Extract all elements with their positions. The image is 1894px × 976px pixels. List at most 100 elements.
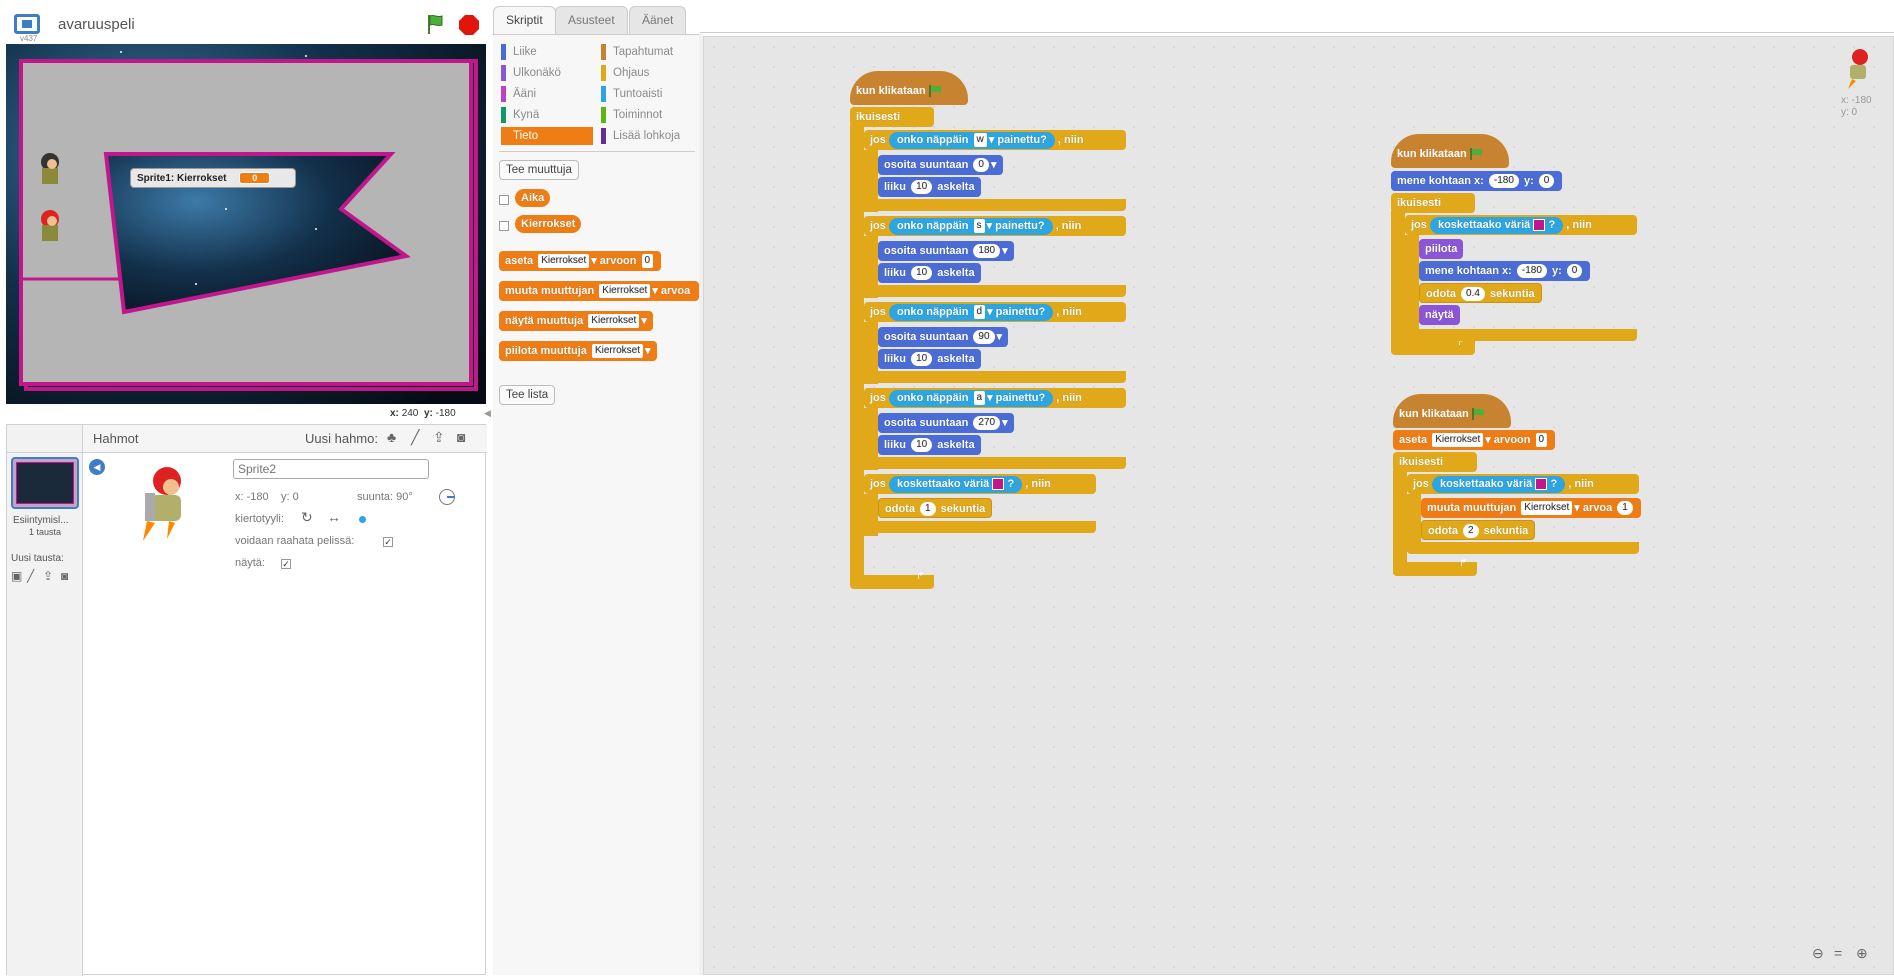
pane-splitter[interactable] — [699, 34, 703, 975]
project-title[interactable]: avaruuspeli — [58, 16, 135, 33]
s2-if-touch[interactable]: jos koskettaako väriä ? , niin — [1405, 215, 1637, 235]
s1-move-d[interactable]: liiku 10 askelta — [878, 349, 981, 369]
s2-hide[interactable]: piilota — [1419, 239, 1464, 259]
palette-divider — [499, 151, 695, 152]
rotate-all-around-icon[interactable]: ↻ — [301, 509, 313, 525]
draggable-checkbox[interactable]: ✓ — [383, 537, 393, 547]
astronaut-sprite-1 — [41, 153, 59, 184]
draggable-label: voidaan raahata pelissä: — [235, 535, 355, 547]
s1-point-s[interactable]: osoita suuntaan 180▾ — [878, 241, 1014, 261]
sprite-paint-icon[interactable]: ╱ — [411, 429, 420, 445]
category-more-blocks[interactable]: Lisää lohkoja — [601, 127, 680, 145]
s1-wait[interactable]: odota 1 sekuntia — [878, 498, 993, 518]
tab-costumes[interactable]: Asusteet — [555, 6, 628, 34]
var-kierrokset-reporter[interactable]: Kierrokset — [515, 215, 582, 233]
s3-change[interactable]: muuta muuttujan Kierrokset▾ arvoa 1 — [1421, 498, 1641, 518]
s3-set[interactable]: aseta Kierrokset▾ arvoon 0 — [1393, 430, 1556, 450]
s1-point-w[interactable]: osoita suuntaan 0▾ — [878, 155, 1003, 175]
back-arrow-icon[interactable]: ◀ — [89, 459, 105, 475]
s1-if-s-arm — [864, 236, 878, 298]
s3-forever[interactable]: ikuisesti — [1393, 452, 1477, 472]
var-aika-reporter[interactable]: Aika — [515, 189, 551, 207]
s1-when-flag-hat[interactable]: kun klikataan — [850, 71, 968, 105]
sprite-direction: suunta: 90° — [357, 491, 413, 503]
s1-if-w[interactable]: jos onko näppäin w▾ painettu? , niin — [864, 130, 1126, 150]
hide-var-block[interactable]: piilota muuttuja Kierrokset▾ — [499, 341, 657, 361]
kierrokset-checkbox[interactable] — [499, 221, 509, 231]
s2-show[interactable]: näytä — [1419, 305, 1460, 325]
backdrop-camera-icon[interactable]: ◙ — [61, 569, 69, 583]
sprites-title: Hahmot — [93, 431, 139, 446]
category-pen[interactable]: Kynä — [501, 106, 539, 124]
variable-monitor[interactable]: Sprite1: Kierrokset 0 — [130, 168, 296, 188]
s2-goto2[interactable]: mene kohtaan x: -180 y: 0 — [1419, 261, 1591, 281]
sprite-x: x: -180 — [235, 491, 269, 503]
version-label: v437 — [20, 34, 38, 43]
s2-goto[interactable]: mene kohtaan x: -180 y: 0 — [1391, 171, 1563, 191]
s2-forever[interactable]: ikuisesti — [1391, 193, 1475, 213]
direction-dial-icon[interactable] — [439, 489, 455, 505]
s1-loop-arrow-icon: ↱ — [916, 571, 925, 582]
s3-if-touch[interactable]: jos koskettaako väriä ? , niin — [1407, 474, 1639, 494]
stop-icon[interactable] — [458, 14, 480, 36]
s2-when-flag-hat[interactable]: kun klikataan — [1391, 134, 1509, 168]
sprite-upload-icon[interactable]: ⇪ — [433, 429, 445, 445]
category-sensing[interactable]: Tuntoaisti — [601, 85, 662, 103]
dont-rotate-icon[interactable] — [359, 516, 366, 523]
s2-if-touch-foot — [1405, 329, 1637, 341]
sprite-name-input[interactable] — [233, 459, 429, 479]
sprite-camera-icon[interactable]: ◙ — [457, 429, 466, 445]
s3-when-flag-hat[interactable]: kun klikataan — [1393, 394, 1511, 428]
s1-forever[interactable]: ikuisesti — [850, 107, 934, 127]
make-variable-button[interactable]: Tee muuttuja — [499, 160, 579, 180]
show-var-block[interactable]: näytä muuttuja Kierrokset▾ — [499, 311, 653, 331]
category-motion[interactable]: Liike — [501, 43, 537, 61]
s1-point-a[interactable]: osoita suuntaan 270▾ — [878, 413, 1014, 433]
tab-scripts[interactable]: Skriptit — [493, 6, 556, 34]
zoom-out-icon[interactable]: ⊖ — [1812, 945, 1824, 961]
category-control[interactable]: Ohjaus — [601, 64, 649, 82]
make-list-button[interactable]: Tee lista — [499, 385, 556, 405]
s1-if-s-foot — [864, 285, 1126, 297]
mouse-coords: x: 240 y: -180 — [390, 408, 456, 419]
s1-move-a[interactable]: liiku 10 askelta — [878, 435, 981, 455]
category-events[interactable]: Tapahtumat — [601, 43, 673, 61]
show-checkbox[interactable]: ✓ — [281, 559, 291, 569]
stage[interactable]: Sprite1: Kierrokset 0 — [6, 44, 486, 404]
tab-bar-line — [700, 32, 1894, 33]
set-var-block[interactable]: aseta Kierrokset▾ arvoon 0 — [499, 251, 662, 271]
tab-sounds[interactable]: Äänet — [629, 6, 687, 34]
left-right-icon[interactable]: ↔ — [327, 509, 341, 525]
s1-forever-arm — [850, 125, 864, 581]
s1-if-d[interactable]: jos onko näppäin d▾ painettu? , niin — [864, 302, 1126, 322]
flag-icon — [929, 85, 941, 98]
sprite-preview — [143, 467, 181, 541]
collapse-arrow-icon[interactable]: ◀ — [484, 408, 491, 418]
s2-wait[interactable]: odota 0.4 sekuntia — [1419, 283, 1542, 303]
s1-if-a[interactable]: jos onko näppäin a▾ painettu? , niin — [864, 388, 1126, 408]
stage-thumbnail[interactable] — [11, 457, 79, 509]
backdrop-library-icon[interactable]: ▣ — [11, 569, 23, 583]
stage-header-spacer — [7, 425, 83, 453]
category-operators[interactable]: Toiminnot — [601, 106, 662, 124]
s1-move-w[interactable]: liiku 10 askelta — [878, 177, 981, 197]
fullscreen-icon[interactable] — [14, 14, 40, 34]
category-sound[interactable]: Ääni — [501, 85, 536, 103]
s3-wait[interactable]: odota 2 sekuntia — [1421, 520, 1536, 540]
stage-header: v437 avaruuspeli — [0, 0, 488, 44]
zoom-in-icon[interactable]: ⊕ — [1856, 945, 1868, 961]
aika-checkbox[interactable] — [499, 195, 509, 205]
backdrop-paint-icon[interactable]: ╱ — [27, 569, 35, 583]
category-data[interactable]: Tieto — [501, 127, 593, 145]
category-looks[interactable]: Ulkonäkö — [501, 64, 561, 82]
script-area[interactable]: kun klikataan ikuisesti ↱ jos onko näppä… — [703, 36, 1894, 975]
zoom-reset-icon[interactable]: = — [1834, 945, 1843, 961]
green-flag-icon[interactable] — [424, 12, 448, 36]
s1-point-d[interactable]: osoita suuntaan 90▾ — [878, 327, 1009, 347]
sprite-library-icon[interactable]: ♣ — [387, 429, 397, 445]
change-var-block[interactable]: muuta muuttujan Kierrokset▾ arvoa — [499, 281, 699, 301]
s1-move-s[interactable]: liiku 10 askelta — [878, 263, 981, 283]
s1-if-touch[interactable]: jos koskettaako väriä ? , niin — [864, 474, 1096, 494]
s1-if-s[interactable]: jos onko näppäin s▾ painettu? , niin — [864, 216, 1126, 236]
backdrop-upload-icon[interactable]: ⇪ — [43, 569, 54, 583]
